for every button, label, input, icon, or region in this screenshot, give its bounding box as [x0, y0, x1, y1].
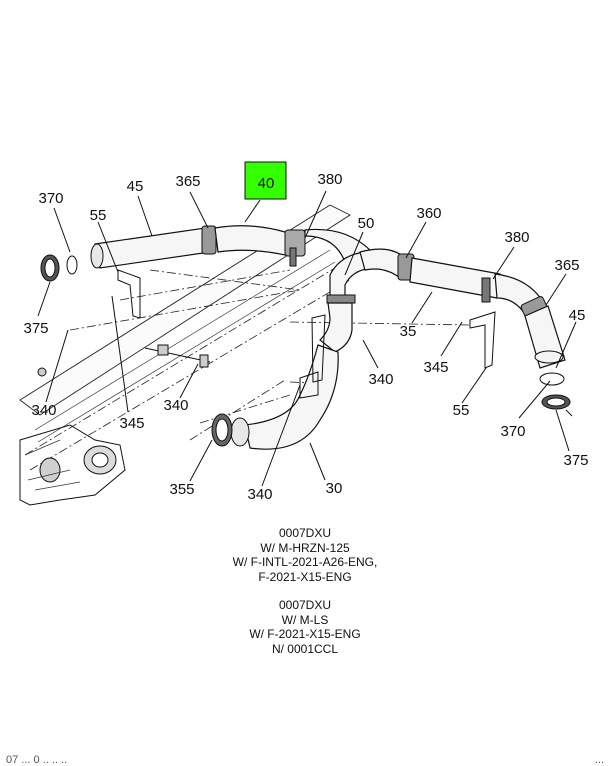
pipe-50: [304, 228, 373, 353]
callout-35: 35: [400, 323, 417, 340]
callout-355: 355: [169, 481, 194, 498]
callout-345-left: 345: [119, 415, 144, 432]
note-line: 0007DXU: [278, 526, 332, 540]
callout-45-top: 45: [127, 178, 144, 195]
footer-right-text: ...: [594, 754, 604, 766]
leader-lines: [37, 190, 577, 487]
note-line: W/ F-INTL-2021-A26-ENG,: [232, 555, 378, 569]
callout-40: 40: [258, 175, 275, 192]
callout-50: 50: [358, 215, 375, 232]
callout-375-left: 375: [23, 320, 48, 337]
note-line: W/ F-2021-X15-ENG: [249, 627, 361, 641]
callout-375-right: 375: [563, 452, 588, 469]
callout-380-top: 380: [317, 171, 342, 188]
callout-370-top: 370: [38, 190, 63, 207]
pipe-35: [359, 248, 501, 303]
callout-365-top: 365: [175, 173, 200, 190]
note-line: F-2021-X15-ENG: [258, 569, 352, 584]
note-line: 0007DXU: [278, 598, 332, 612]
note-line: W/ M-HRZN-125: [260, 540, 350, 555]
callout-365-right: 365: [554, 257, 579, 274]
callout-340-center: 340: [368, 371, 393, 388]
applicability-notes: 0007DXU W/ M-HRZN-125 W/ F-INTL-2021-A26…: [0, 526, 610, 656]
pipe-right-drop: [494, 273, 573, 417]
callout-55-right: 55: [453, 402, 470, 419]
callout-340-bottom: 340: [247, 486, 272, 503]
brackets: [117, 269, 496, 399]
callout-345-right: 345: [423, 359, 448, 376]
highlight-box-40: [244, 161, 287, 200]
note-line: W/ M-LS: [281, 612, 329, 627]
engine-block: [19, 367, 126, 506]
pipe-45-left: [40, 227, 211, 282]
callout-340-left: 340: [31, 402, 56, 419]
frame-rail: [19, 204, 471, 471]
pipe-40: [201, 225, 306, 267]
note-line: N/ 0001CCL: [271, 641, 339, 656]
callout-30: 30: [326, 480, 343, 497]
callout-360: 360: [416, 205, 441, 222]
callout-labels: 370 45 365 40 380 55 50 360 380 365 375 …: [23, 171, 588, 503]
callout-45-right: 45: [569, 307, 586, 324]
callout-340-mid: 340: [163, 397, 188, 414]
callout-55-top: 55: [90, 207, 107, 224]
pipe-30: [211, 344, 339, 450]
footer-left-text: 07 ... 0 .. .. ..: [6, 754, 68, 766]
callout-380-right: 380: [504, 229, 529, 246]
callout-370-right: 370: [500, 423, 525, 440]
